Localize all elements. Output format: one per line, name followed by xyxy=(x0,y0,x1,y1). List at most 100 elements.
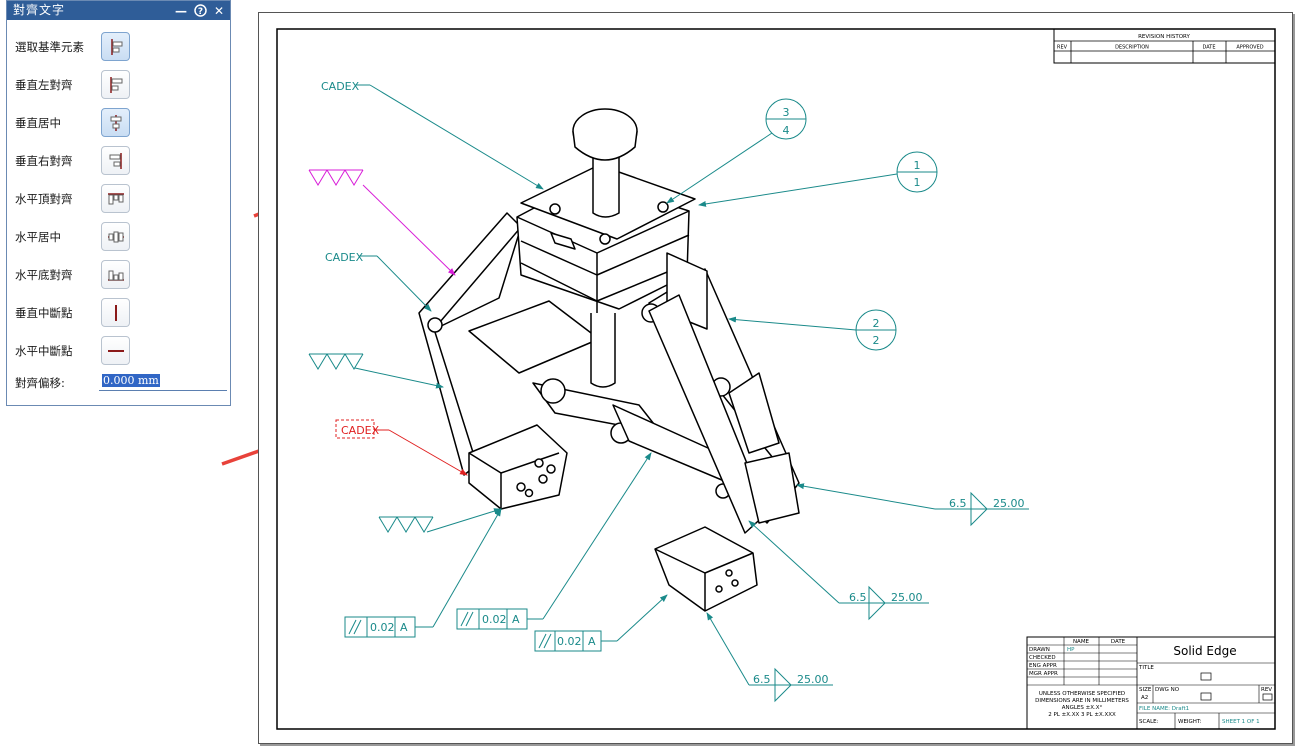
cadex-label-mid[interactable]: CADEX xyxy=(325,251,364,264)
tb-file-name: FILE NAME: Draft1 xyxy=(1139,706,1189,712)
align-bottom-icon xyxy=(108,270,124,281)
tb-size-value: A2 xyxy=(1141,695,1148,701)
align-bottom-button[interactable] xyxy=(101,260,130,289)
cadex-label-top[interactable]: CADEX xyxy=(321,80,360,93)
revision-history-table: REVISION HISTORY REV DESCRIPTION DATE AP… xyxy=(1053,28,1276,64)
panel-title: 對齊文字 xyxy=(13,3,66,17)
surface-finish-symbol-2[interactable] xyxy=(308,353,444,389)
row-align-bottom: 水平底對齊 xyxy=(15,259,225,291)
svg-text:A: A xyxy=(512,613,520,626)
rev-col-approved: APPROVED xyxy=(1236,45,1263,51)
svg-text:3: 3 xyxy=(783,106,790,119)
row-align-right: 垂直右對齊 xyxy=(15,145,225,177)
row-select-reference: 選取基準元素 xyxy=(15,31,225,63)
row-align-left: 垂直左對齊 xyxy=(15,69,225,101)
tb-header-name: NAME xyxy=(1073,639,1090,645)
drawing-canvas[interactable]: REVISION HISTORY REV DESCRIPTION DATE AP… xyxy=(259,13,1294,745)
offset-input[interactable]: 0.000 mm xyxy=(99,373,227,391)
balloon-2-2[interactable]: 2 2 xyxy=(728,309,897,351)
align-top-button[interactable] xyxy=(101,184,130,213)
panel-title-bar[interactable]: 對齊文字 — ? ✕ xyxy=(7,1,230,20)
align-bottom-label: 水平底對齊 xyxy=(15,267,73,282)
offset-row: 對齊偏移: 0.000 mm xyxy=(15,373,230,393)
align-horizontal-center-button[interactable] xyxy=(101,222,130,251)
feature-control-frame-2[interactable]: 0.02 A xyxy=(456,452,652,630)
tb-title-label: TITLE xyxy=(1138,665,1154,671)
help-icon: ? xyxy=(193,3,207,16)
tb-size-label: SIZE xyxy=(1139,687,1152,693)
drawing-sheet[interactable]: REVISION HISTORY REV DESCRIPTION DATE AP… xyxy=(258,12,1293,744)
vertical-break-button[interactable] xyxy=(101,298,130,327)
svg-text:25.00: 25.00 xyxy=(797,673,829,686)
tb-eng-appr-label: ENG APPR xyxy=(1029,663,1057,669)
align-right-button[interactable] xyxy=(101,146,130,175)
svg-text:2: 2 xyxy=(873,334,880,347)
align-vertical-center-icon xyxy=(110,115,122,131)
row-horizontal-break: 水平中斷點 xyxy=(15,335,225,367)
align-vertical-center-button[interactable] xyxy=(101,108,130,137)
tb-dwg-label: DWG NO xyxy=(1155,687,1180,693)
svg-text:25.00: 25.00 xyxy=(993,497,1025,510)
svg-text:0.02: 0.02 xyxy=(370,621,395,634)
offset-label: 對齊偏移: xyxy=(15,376,65,390)
tb-mgr-appr-label: MGR APPR xyxy=(1029,671,1058,677)
balloon-3-4[interactable]: 3 4 xyxy=(666,98,807,204)
svg-text:0.02: 0.02 xyxy=(482,613,507,626)
row-align-horizontal-center: 水平居中 xyxy=(15,221,225,253)
tb-notes-1: UNLESS OTHERWISE SPECIFIED xyxy=(1039,691,1125,697)
weld-symbol-3[interactable]: 6.5 25.00 xyxy=(706,612,833,703)
cadex-red-frame[interactable] xyxy=(335,419,375,439)
surface-finish-symbol-3[interactable] xyxy=(378,508,502,533)
align-left-label: 垂直左對齊 xyxy=(15,77,73,92)
feature-control-frame-3[interactable]: 0.02 A xyxy=(534,594,668,652)
svg-text:25.00: 25.00 xyxy=(891,591,923,604)
help-button[interactable]: ? xyxy=(193,3,207,18)
weld-symbol-2[interactable]: 6.5 25.00 xyxy=(748,520,929,621)
cadex-label-red[interactable]: CADEX xyxy=(341,424,380,437)
tb-notes-4: 2 PL ±X.XX 3 PL ±X.XXX xyxy=(1048,712,1116,718)
balloon-1-1[interactable]: 1 1 xyxy=(698,151,938,207)
rev-col-rev: REV xyxy=(1057,45,1068,51)
annotations[interactable]: CADEX CADEX CADEX xyxy=(308,80,1029,703)
align-right-label: 垂直右對齊 xyxy=(15,153,73,168)
align-text-panel: 對齊文字 — ? ✕ 選取基準元素 垂直左對齊 垂直居中 垂直右對齊 水平 xyxy=(6,0,231,406)
vertical-break-icon xyxy=(115,305,117,321)
align-left-button[interactable] xyxy=(101,70,130,99)
svg-text:4: 4 xyxy=(783,124,790,137)
tb-drawn-label: DRAWN xyxy=(1029,647,1050,653)
svg-text:A: A xyxy=(400,621,408,634)
minimize-button[interactable]: — xyxy=(175,3,187,18)
align-top-label: 水平頂對齊 xyxy=(15,191,73,206)
feature-control-frame-1[interactable]: 0.02 A xyxy=(344,508,502,638)
align-vertical-center-label: 垂直居中 xyxy=(15,115,61,130)
svg-text:0.02: 0.02 xyxy=(557,635,582,648)
select-reference-icon xyxy=(111,39,123,55)
horizontal-break-button[interactable] xyxy=(101,336,130,365)
tb-weight: WEIGHT: xyxy=(1178,719,1202,725)
horizontal-break-label: 水平中斷點 xyxy=(15,343,73,358)
svg-text:2: 2 xyxy=(873,317,880,330)
row-align-vertical-center: 垂直居中 xyxy=(15,107,225,139)
offset-value: 0.000 mm xyxy=(102,374,160,387)
tb-sheet: SHEET 1 OF 1 xyxy=(1222,719,1260,725)
align-horizontal-center-icon xyxy=(108,231,124,243)
svg-text:6.5: 6.5 xyxy=(949,497,967,510)
weld-symbol-1[interactable]: 6.5 25.00 xyxy=(796,483,1029,527)
select-reference-button[interactable] xyxy=(101,32,130,61)
svg-text:1: 1 xyxy=(914,159,921,172)
align-left-icon xyxy=(110,77,123,93)
svg-text:?: ? xyxy=(197,6,202,16)
select-reference-label: 選取基準元素 xyxy=(15,39,84,54)
gripper-model[interactable] xyxy=(418,108,800,612)
tb-notes-2: DIMENSIONS ARE IN MILLIMETERS xyxy=(1035,698,1129,704)
tb-drawn-name: HP xyxy=(1067,647,1075,653)
tb-header-date: DATE xyxy=(1111,639,1126,645)
close-button[interactable]: ✕ xyxy=(213,3,225,18)
tb-rev-envelope-icon xyxy=(1262,693,1273,701)
surface-finish-symbol-magenta[interactable] xyxy=(308,169,456,276)
tb-notes-3: ANGLES ±X.X° xyxy=(1062,705,1103,711)
tb-dwg-envelope-icon xyxy=(1200,692,1212,701)
svg-text:A: A xyxy=(588,635,596,648)
tb-company: Solid Edge xyxy=(1173,644,1236,658)
svg-text:6.5: 6.5 xyxy=(753,673,771,686)
